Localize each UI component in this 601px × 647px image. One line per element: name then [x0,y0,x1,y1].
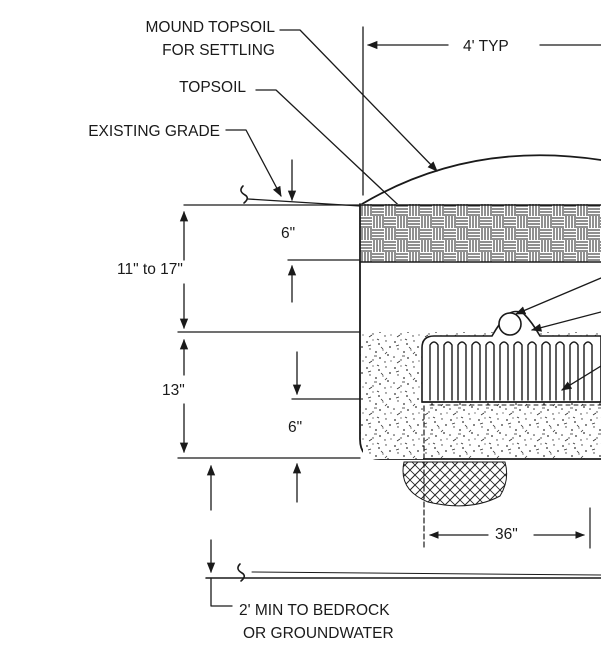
dimension-4ft-typ [362,26,601,196]
dimension-bedrock [206,464,233,607]
label-bedrock-line1: 2' MIN TO BEDROCK [239,602,390,619]
label-six-inch-top: 6" [281,225,295,242]
dimension-6-inch-bottom [291,351,361,503]
dimension-11-to-17-inch [177,210,361,333]
label-11-to-17-inch: 11" to 17" [117,261,183,278]
native-soil-patch [402,461,508,507]
bedrock-groundwater-line [205,563,601,582]
label-36-inch: 36" [495,526,518,543]
dimension-36-inch [423,404,601,549]
mound-topsoil-arc [361,154,601,205]
chamber-leaders [515,277,601,391]
chamber-unit [421,310,601,403]
label-mound-topsoil-line1: MOUND TOPSOIL [146,19,276,36]
dimension-6-inch-top [287,159,361,303]
label-bedrock-line2: OR GROUNDWATER [243,625,394,642]
label-13-inch: 13" [162,382,185,399]
gravel-bed-left [363,332,423,459]
label-mound-topsoil-line2: FOR SETTLING [162,42,275,59]
leader-mound-topsoil [279,29,438,172]
label-topsoil: TOPSOIL [179,79,246,96]
existing-grade-line [183,185,361,207]
dimension-13-inch [177,338,361,459]
label-existing-grade: EXISTING GRADE [88,123,220,140]
distribution-pipe [498,312,522,336]
leader-existing-grade [225,129,282,197]
label-six-inch-bottom: 6" [288,419,302,436]
leader-topsoil [255,89,428,233]
label-width-typ: 4' TYP [463,38,509,55]
